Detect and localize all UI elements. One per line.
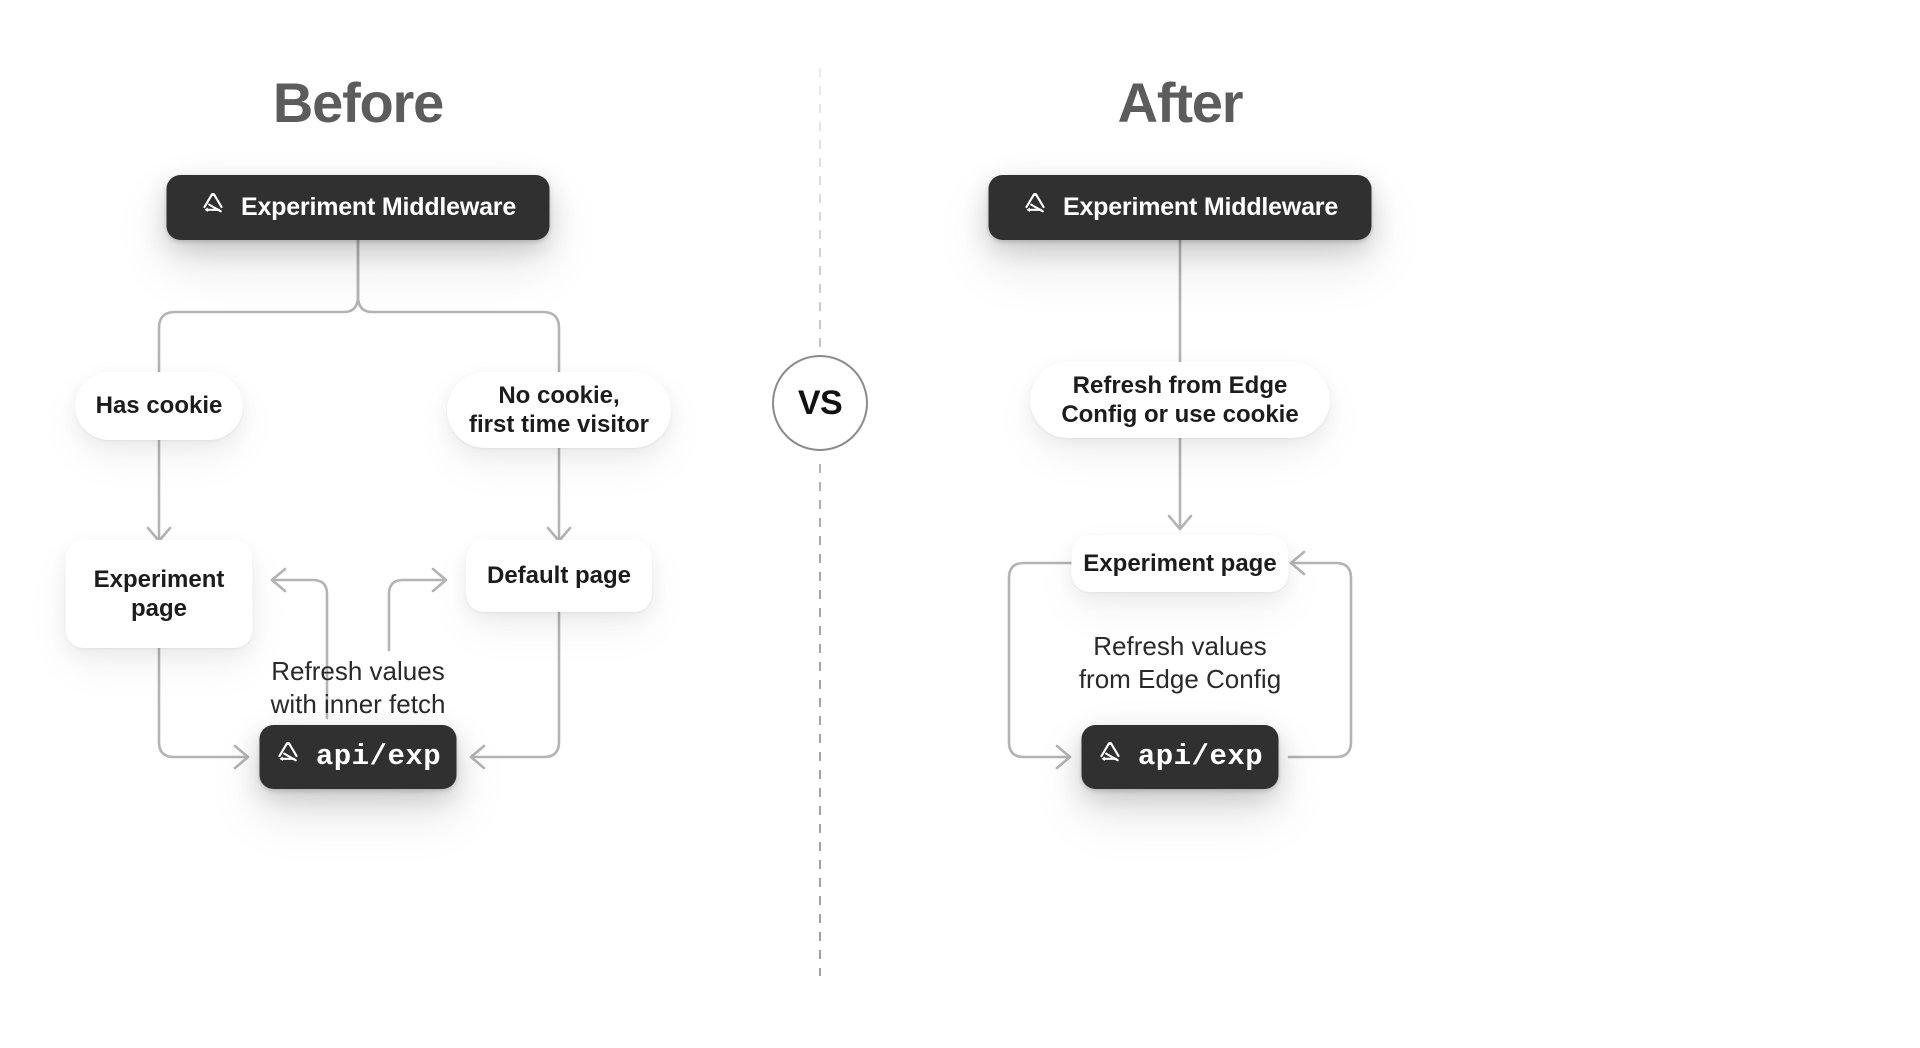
node-after-experiment-page[interactable]: Experiment page	[1071, 535, 1289, 592]
wire-hascookie-to-exppage	[146, 438, 172, 543]
wire-innerfetch-to-defaultpage	[387, 567, 448, 652]
node-before-default-page[interactable]: Default page	[466, 540, 652, 612]
node-label: Experiment Middleware	[1062, 193, 1339, 222]
node-after-api-exp[interactable]: api/exp	[1081, 725, 1279, 789]
caption-before-refresh: Refresh values with inner fetch	[270, 656, 446, 720]
section-title-after: After	[1117, 71, 1244, 134]
node-label: Has cookie	[95, 392, 223, 420]
wire-after-refresh-to-exppage	[1167, 436, 1193, 531]
node-after-refresh-edge-config[interactable]: Refresh from Edge Config or use cookie	[1030, 362, 1330, 438]
node-before-experiment-page[interactable]: Experiment page	[65, 540, 253, 648]
node-before-experiment-middleware[interactable]: Experiment Middleware	[166, 175, 550, 240]
edge-config-triangle-icon	[1097, 739, 1124, 775]
node-label: Default page	[486, 562, 632, 590]
edge-config-triangle-icon	[200, 190, 227, 225]
node-label: Refresh from Edge Config or use cookie	[1061, 371, 1299, 428]
section-divider	[819, 68, 821, 976]
edge-config-triangle-icon	[1022, 190, 1049, 225]
node-label: No cookie, first time visitor	[468, 381, 650, 438]
node-label: Experiment page	[93, 565, 225, 622]
node-label: api/exp	[1137, 740, 1264, 774]
node-label: api/exp	[315, 740, 442, 774]
wire-nocookie-to-defaultpage	[546, 446, 572, 543]
vs-badge: VS	[772, 355, 868, 451]
section-title-before: Before	[272, 71, 444, 134]
node-before-api-exp[interactable]: api/exp	[259, 725, 457, 789]
node-label: Experiment page	[1083, 549, 1277, 577]
node-before-has-cookie[interactable]: Has cookie	[75, 372, 243, 440]
node-before-no-cookie[interactable]: No cookie, first time visitor	[447, 372, 671, 448]
wire-before-split	[157, 238, 561, 374]
edge-config-triangle-icon	[275, 739, 302, 775]
node-label: Experiment Middleware	[240, 193, 517, 222]
caption-after-refresh: Refresh values from Edge Config	[1078, 631, 1282, 695]
node-after-experiment-middleware[interactable]: Experiment Middleware	[988, 175, 1372, 240]
